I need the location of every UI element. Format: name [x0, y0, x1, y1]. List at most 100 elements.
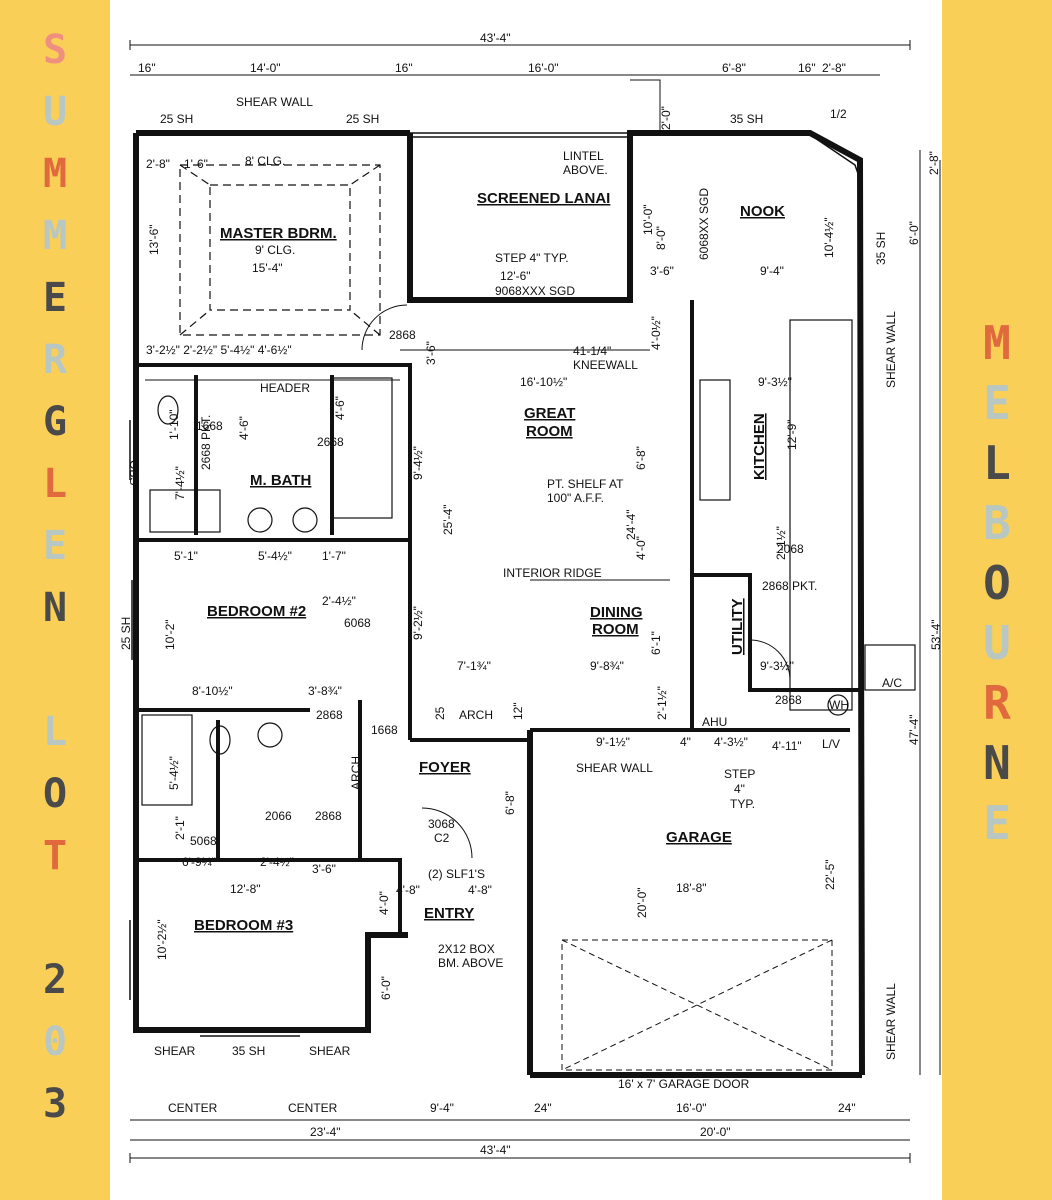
note-step-typ: STEP 4" TYP. [495, 251, 569, 265]
door-2868-pkt: 2868 PKT. [762, 579, 817, 593]
dim-gr-6-1: 6'-1" [649, 631, 663, 655]
note-box-2: BM. ABOVE [438, 956, 503, 970]
door-6068: 6068 [344, 616, 371, 630]
note-25sh-left: 25 SH [119, 617, 133, 650]
dim-b-4-6: 4'-6" [237, 416, 251, 440]
dim-top-14: 14'-0" [250, 61, 281, 75]
dim-bot-24b: 24" [838, 1101, 856, 1115]
note-lv: L/V [822, 737, 840, 751]
dim-nook-10: 10'-4½" [822, 217, 836, 258]
dim-f-25: 25 [433, 706, 447, 720]
left-title-letter: E [42, 275, 68, 321]
room-utility: UTILITY [729, 598, 746, 655]
dim-f-6-0: 6'-0" [379, 976, 393, 1000]
room-great-1: GREAT [524, 405, 575, 422]
dim-b-1-10: 1'-10" [167, 409, 181, 440]
dim-lanai-12-6: 12'-6" [500, 269, 531, 283]
note-shear-2: SHEAR [309, 1044, 351, 1058]
room-great-2: ROOM [526, 423, 573, 440]
right-title-letter: R [983, 676, 1011, 730]
note-shear-wall-right-2: SHEAR WALL [884, 983, 898, 1060]
room-bed3: BEDROOM #3 [194, 917, 293, 934]
dim-m-15-4: 15'-4" [252, 261, 283, 275]
dim-gr-24-4: 24'-4" [624, 509, 638, 540]
dim-b-7-4: 7'-4½" [173, 466, 187, 500]
dim-f-9-1: 9'-1½" [596, 735, 630, 749]
right-title-letter: U [983, 616, 1011, 670]
dim-overall-top: 43'-4" [480, 31, 511, 45]
dim-top-16a: 16" [138, 61, 156, 75]
left-title-letter: L [42, 709, 68, 755]
dim-f-4: 4" [680, 735, 691, 749]
dim-gr-16-10: 16'-10½" [520, 375, 567, 389]
left-title-letter: E [42, 523, 68, 569]
dim-f-4-3: 4'-3½" [714, 735, 748, 749]
dim-f-4-8b: 4'-8" [468, 883, 492, 897]
dim-b3-3-6: 3'-6" [312, 862, 336, 876]
dim-top-16b: 16" [395, 61, 413, 75]
dim-m-2-8: 2'-8" [146, 157, 170, 171]
dim-k-9-3: 9'-3½" [758, 375, 792, 389]
note-35sh-bottom: 35 SH [232, 1044, 265, 1058]
dim-gr-4-0b: 4'-0" [634, 536, 648, 560]
note-35sh-top: 35 SH [730, 112, 763, 126]
note-lintel-2: ABOVE. [563, 163, 608, 177]
dimension-lines [129, 40, 941, 1163]
garage-door-swing [561, 939, 833, 1071]
left-title-letter: 2 [42, 957, 68, 1003]
dim-b2-5-4: 5'-4½" [258, 549, 292, 563]
note-25sh-2: 25 SH [346, 112, 379, 126]
room-labels: MASTER BDRM. SCREENED LANAI NOOK GREAT R… [194, 190, 785, 934]
door-1668-b: 1668 [371, 723, 398, 737]
dim-u-9-3: 9'-3½" [760, 659, 794, 673]
door-pkt-2668: 2668 PKT. [199, 415, 213, 470]
dim-b2-1-7: 1'-7" [322, 549, 346, 563]
dim-right-47: 47'-4" [907, 714, 921, 745]
door-2868-a: 2868 [389, 328, 416, 342]
dim-g-20-0: 20'-0" [635, 887, 649, 918]
note-door-3068: 3068 [428, 817, 455, 831]
room-dining-2: ROOM [592, 621, 639, 638]
dim-g-18-8: 18'-8" [676, 881, 707, 895]
dim-b3-10-2: 10'-2½" [155, 919, 169, 960]
dim-f-4-8a: 4'-8" [396, 883, 420, 897]
plan-notes: SHEAR WALL 25 SH 25 SH 35 SH 8' CLG. 9' … [119, 95, 902, 1091]
room-dining-1: DINING [590, 604, 643, 621]
dim-gr-9-8: 9'-8¾" [590, 659, 624, 673]
dim-right-6-0: 6'-0" [907, 221, 921, 245]
note-arch-1: ARCH [459, 708, 493, 722]
room-mbath: M. BATH [250, 472, 311, 489]
right-title-letter: E [983, 796, 1011, 850]
interior-walls [136, 300, 862, 935]
window-lines [129, 132, 863, 1037]
left-title-letter: S [42, 27, 68, 73]
dim-b2-8-10: 8'-10½" [192, 684, 233, 698]
plan-dimensions: 43'-4" 16" 14'-0" 16" 16'-0" 6'-8" 16" 2… [138, 31, 942, 1157]
left-title-letter: L [42, 461, 68, 507]
right-title-letter: N [983, 736, 1011, 790]
door-swings [361, 79, 791, 859]
note-step-4: 4" [734, 782, 745, 796]
left-title-letter: M [42, 151, 68, 197]
dim-bot-20-0: 20'-0" [700, 1125, 731, 1139]
dim-bot-16-0: 16'-0" [676, 1101, 707, 1115]
dim-right-53: 53'-4" [929, 619, 942, 650]
note-shear-wall-garage: SHEAR WALL [576, 761, 653, 775]
left-title-letter: R [42, 337, 68, 383]
note-arch-2: ARCH [349, 756, 363, 790]
dim-right-2-8: 2'-8" [927, 151, 941, 175]
note-lintel-1: LINTEL [563, 149, 604, 163]
dim-f-4-11: 4'-11" [772, 739, 802, 753]
note-box-1: 2X12 BOX [438, 942, 495, 956]
dim-bot-24a: 24" [534, 1101, 552, 1115]
dim-f-12: 12" [511, 702, 525, 720]
note-sgd-9068: 9068XXX SGD [495, 284, 575, 298]
left-title-letter: T [42, 833, 68, 879]
room-kitchen: KITCHEN [751, 413, 768, 480]
note-ahu: AHU [702, 715, 727, 729]
kitchen-counters [699, 319, 853, 711]
note-shelf-2: 100" A.F.F. [547, 491, 604, 505]
left-title-letter: 0 [42, 1019, 68, 1065]
tray-ceiling [179, 164, 381, 336]
room-bed2: BEDROOM #2 [207, 603, 306, 620]
